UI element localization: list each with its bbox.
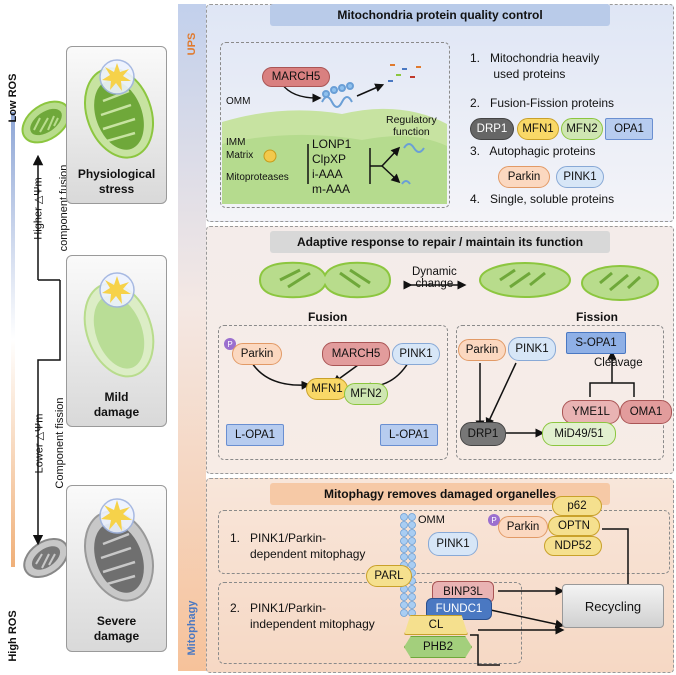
dependent-mitophagy-box — [218, 510, 670, 574]
fusion-lopa1-right: L-OPA1 — [380, 424, 438, 446]
side-gradient-bar — [178, 4, 206, 671]
fusion-mfn1-pill: MFN1 — [306, 378, 348, 400]
severely-damaged-mitochondrion — [84, 498, 154, 602]
pqc-list-4: 4. Single, soluble proteins — [470, 192, 615, 206]
lower-dpsi-label: Lower △Ψm — [33, 413, 46, 474]
omm-membrane-label: OMM — [418, 514, 445, 526]
drp1-pill: DRP1 — [470, 118, 514, 140]
ndp52-pill: NDP52 — [544, 536, 602, 556]
p62-pill: p62 — [552, 496, 602, 516]
mfn2-pill: MFN2 — [561, 118, 603, 140]
ups-mechanism-box — [220, 42, 450, 208]
omm-label: OMM — [226, 96, 251, 107]
mitophagy-pink1-pill: PINK1 — [428, 532, 478, 556]
path2-label: 2. PINK1/Parkin- independent mitophagy — [230, 601, 375, 631]
healthy-mitochondrion — [84, 59, 154, 159]
optn-pill: OPTN — [548, 516, 600, 536]
fusion-march5-pill: MARCH5 — [322, 342, 390, 366]
oma1-pill: OMA1 — [620, 400, 672, 424]
mitophagy-label: Mitophagy — [186, 600, 198, 656]
fusion-parkin-pill: Parkin — [232, 343, 282, 365]
mitophagy-phospho-badge: P — [488, 514, 500, 526]
ros-gradient-bar — [11, 112, 15, 567]
pink1-pill-1: PINK1 — [556, 166, 604, 188]
mfn1-pill: MFN1 — [517, 118, 559, 140]
pqc-list-3: 3. Autophagic proteins — [470, 144, 596, 158]
fusion-title: Fusion — [308, 310, 348, 324]
parkin-pill-1: Parkin — [498, 166, 550, 188]
ups-label: UPS — [186, 32, 198, 56]
march5-pill: MARCH5 — [262, 67, 330, 87]
fission-title: Fission — [576, 310, 619, 324]
s-opa1-box: S-OPA1 — [566, 332, 626, 354]
fusion-box — [218, 325, 448, 460]
fission-drp1-pill: DRP1 — [460, 422, 506, 446]
mitoproteases-label: Mitoproteases — [226, 172, 289, 183]
imm-label: IMM — [226, 137, 246, 148]
section1-title: Mitochondria protein quality control — [270, 4, 610, 26]
parl-pill: PARL — [366, 565, 412, 587]
membrane-and-arrows — [400, 513, 633, 666]
ups-mechanism-diagram — [222, 64, 447, 204]
pqc-list-2: 2. Fusion-Fission proteins — [470, 96, 615, 110]
recycling-box: Recycling — [562, 584, 664, 628]
section2-title: Adaptive response to repair / maintain i… — [270, 231, 610, 253]
cl-shape: CL — [404, 615, 468, 635]
high-ros-label: High ROS — [7, 610, 19, 662]
phb2-shape: PHB2 — [404, 636, 472, 658]
fusion-mfn2-pill: MFN2 — [344, 383, 388, 405]
opa1-pill: OPA1 — [605, 118, 653, 140]
fission-parkin-pill: Parkin — [458, 339, 506, 361]
component-fission-label: Component fission — [54, 397, 66, 489]
dynamics-mitochondria — [258, 261, 659, 301]
binp3l-pill: BINP3L — [432, 581, 494, 603]
small-damaged-mitochondrion — [23, 537, 69, 579]
regulatory-function-label: Regulatory function — [386, 114, 437, 138]
fusion-fission-arrows — [32, 154, 61, 546]
yme1l-pill: YME1L — [562, 400, 620, 424]
mildly-damaged-mitochondrion — [83, 272, 155, 378]
section3-title: Mitophagy removes damaged organelles — [270, 483, 610, 505]
fission-pink1-pill: PINK1 — [508, 337, 556, 361]
mitophagy-parkin-pill: Parkin — [498, 516, 548, 538]
mid4951-pill: MiD49/51 — [542, 422, 616, 446]
higher-dpsi-label: Higher △Ψm — [32, 177, 45, 240]
fusion-lopa1-left: L-OPA1 — [226, 424, 284, 446]
cleavage-label: Cleavage — [594, 357, 643, 369]
dynamic-change-label: Dynamic change — [412, 266, 457, 290]
matrix-label: Matrix — [226, 150, 254, 161]
pqc-list-1: 1. Mitochondria heavily used proteins — [470, 51, 600, 81]
path1-label: 1. PINK1/Parkin- dependent mitophagy — [230, 531, 366, 561]
fission-arrows — [475, 350, 635, 438]
fission-box — [456, 325, 664, 460]
fusion-pink1-pill: PINK1 — [392, 343, 440, 365]
